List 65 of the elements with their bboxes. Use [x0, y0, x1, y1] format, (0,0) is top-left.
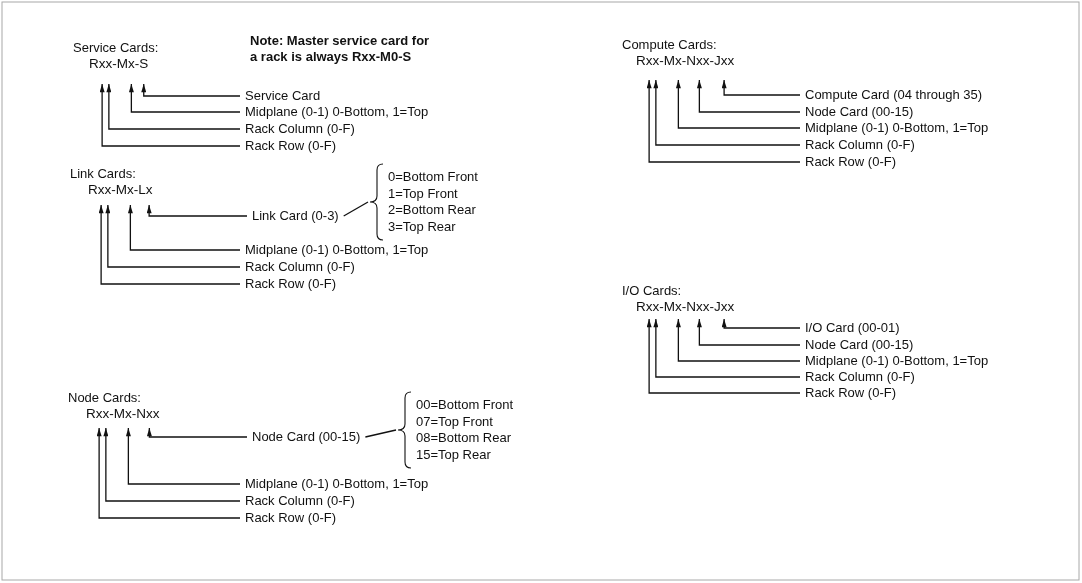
leader-arrow — [146, 427, 248, 438]
part-label: I/O Card (00-01) — [800, 320, 905, 336]
part-label: Rack Column (0-F) — [800, 137, 920, 153]
leader-arrow — [653, 79, 801, 146]
option-text: 0=Bottom Front — [388, 169, 478, 186]
option-text: 08=Bottom Rear — [416, 430, 513, 447]
card-type-heading: I/O Cards: — [622, 283, 682, 299]
option-text: 2=Bottom Rear — [388, 202, 477, 219]
address-format-text: Rxx-Mx-Lx — [88, 182, 153, 198]
part-label: Rack Row (0-F) — [240, 138, 341, 154]
leader-arrow — [646, 318, 801, 394]
leader-line — [364, 429, 397, 438]
card-type-heading: Compute Cards: — [622, 37, 717, 53]
leader-arrow — [653, 318, 801, 378]
part-label: Midplane (0-1) 0-Bottom, 1=Top — [240, 476, 434, 492]
card-type-heading: Link Cards: — [70, 166, 136, 182]
part-label: Rack Column (0-F) — [240, 121, 360, 137]
leader-arrow — [96, 427, 241, 519]
leader-arrow — [696, 79, 801, 113]
leader-arrow — [106, 83, 241, 130]
leader-line — [343, 201, 369, 217]
option-text: 07=Top Front — [416, 413, 494, 430]
part-label: Rack Row (0-F) — [800, 154, 901, 170]
part-label: Rack Row (0-F) — [240, 276, 341, 292]
part-label: Compute Card (04 through 35) — [800, 87, 988, 103]
part-label: Rack Row (0-F) — [240, 510, 341, 526]
leader-arrow — [127, 204, 241, 251]
address-format-text: Rxx-Mx-Nxx-Jxx — [636, 299, 735, 315]
part-label: Midplane (0-1) 0-Bottom, 1=Top — [800, 120, 994, 136]
leader-arrow — [125, 427, 241, 485]
option-text: 3=Top Rear — [388, 218, 457, 235]
leader-arrow — [103, 427, 241, 502]
leader-arrow — [105, 204, 241, 268]
part-label: Rack Column (0-F) — [240, 493, 360, 509]
part-label: Node Card (00-15) — [800, 337, 919, 353]
part-label: Link Card (0-3) — [247, 208, 344, 224]
address-format-text: Rxx-Mx-Nxx-Jxx — [636, 53, 735, 69]
leader-arrow — [721, 318, 801, 329]
leader-arrow — [128, 83, 241, 113]
leader-arrow — [98, 204, 241, 285]
address-format-text: Rxx-Mx-Nxx — [86, 406, 160, 422]
part-label: Node Card (00-15) — [800, 104, 919, 120]
part-label: Midplane (0-1) 0-Bottom, 1=Top — [240, 242, 434, 258]
leader-arrow — [675, 79, 801, 129]
leader-arrow — [721, 79, 801, 96]
note-text: Note: Master service card for a rack is always Rxx-M0-S — [250, 33, 431, 65]
leader-arrow — [146, 204, 248, 217]
part-label: Rack Row (0-F) — [800, 385, 901, 401]
part-label: Service Card — [240, 88, 326, 104]
leader-arrow — [99, 83, 241, 147]
part-label: Midplane (0-1) 0-Bottom, 1=Top — [240, 104, 434, 120]
leader-arrow — [646, 79, 801, 163]
part-label: Rack Column (0-F) — [240, 259, 360, 275]
card-type-heading: Service Cards: — [73, 40, 159, 56]
leader-arrow — [675, 318, 801, 362]
address-format-text: Rxx-Mx-S — [89, 56, 149, 72]
option-text: 15=Top Rear — [416, 446, 492, 463]
part-label: Node Card (00-15) — [247, 429, 366, 445]
leader-arrow — [696, 318, 801, 346]
option-text: 00=Bottom Front — [416, 397, 514, 414]
part-label: Rack Column (0-F) — [800, 369, 920, 385]
card-type-heading: Node Cards: — [68, 390, 141, 406]
part-label: Midplane (0-1) 0-Bottom, 1=Top — [800, 353, 994, 369]
leader-arrow — [141, 83, 241, 97]
option-text: 1=Top Front — [388, 185, 459, 202]
